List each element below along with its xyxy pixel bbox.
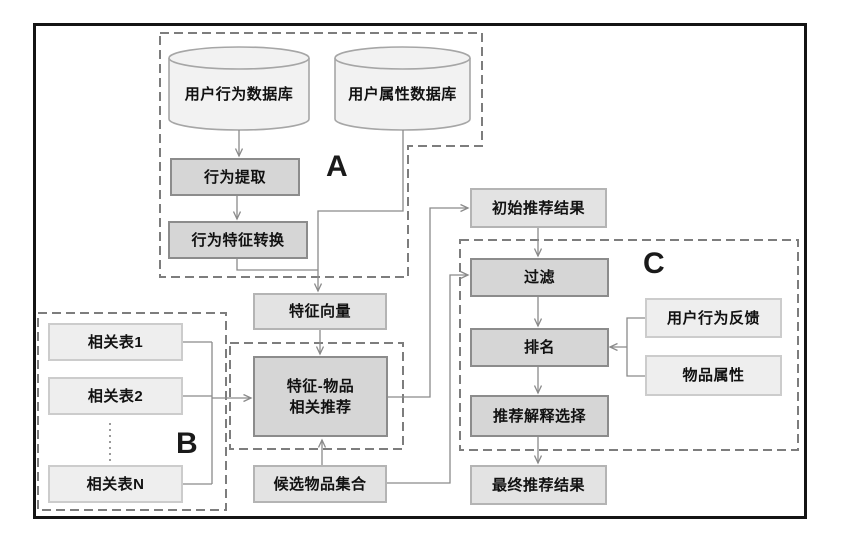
connector-conversion-merge <box>236 259 318 271</box>
related-table-1-node: 相关表1 <box>48 323 183 361</box>
user-behavior-feedback-node: 用户行为反馈 <box>645 298 782 338</box>
feature-item-recommendation-line2: 相关推荐 <box>289 398 352 416</box>
candidate-item-set-node: 候选物品集合 <box>253 465 387 503</box>
group-a-outline <box>159 32 483 278</box>
connector-itemattr-branch <box>626 347 645 377</box>
feature-item-recommendation-line1: 特征-物品 <box>286 377 355 395</box>
group-a-label: A <box>326 150 348 183</box>
final-recommendation-result-node: 最终推荐结果 <box>470 465 607 505</box>
initial-recommendation-result-node: 初始推荐结果 <box>470 188 607 228</box>
item-attribute-node: 物品属性 <box>645 355 782 396</box>
connector-candidates-to-filter <box>387 275 468 484</box>
related-table-n-node: 相关表N <box>48 465 183 503</box>
recommendation-explanation-selection-node: 推荐解释选择 <box>470 395 609 437</box>
feature-item-dashed-outline <box>229 342 404 450</box>
connector-featureitem-to-initialresult <box>388 208 468 398</box>
ranking-node: 排名 <box>470 328 609 367</box>
user-attribute-db: 用户属性数据库 <box>348 85 457 103</box>
filter-node: 过滤 <box>470 258 609 297</box>
group-c-outline <box>459 239 799 451</box>
user-attribute-db-cylinder <box>334 46 471 131</box>
behavior-feature-conversion-node: 行为特征转换 <box>168 221 308 259</box>
connector-feedback-branch <box>626 317 645 347</box>
behavior-extraction-node: 行为提取 <box>170 158 300 196</box>
user-behavior-db-cylinder <box>168 46 310 131</box>
connector-attributedb-to-featurevector <box>318 130 404 291</box>
user-behavior-db: 用户行为数据库 <box>184 85 294 103</box>
feature-vector-node: 特征向量 <box>253 293 387 330</box>
related-table-2-node: 相关表2 <box>48 377 183 415</box>
feature-item-recommendation-node: 特征-物品 相关推荐 <box>253 356 388 437</box>
group-c-label: C <box>643 247 665 280</box>
group-b-label: B <box>176 427 198 460</box>
group-b-outline <box>37 312 227 511</box>
